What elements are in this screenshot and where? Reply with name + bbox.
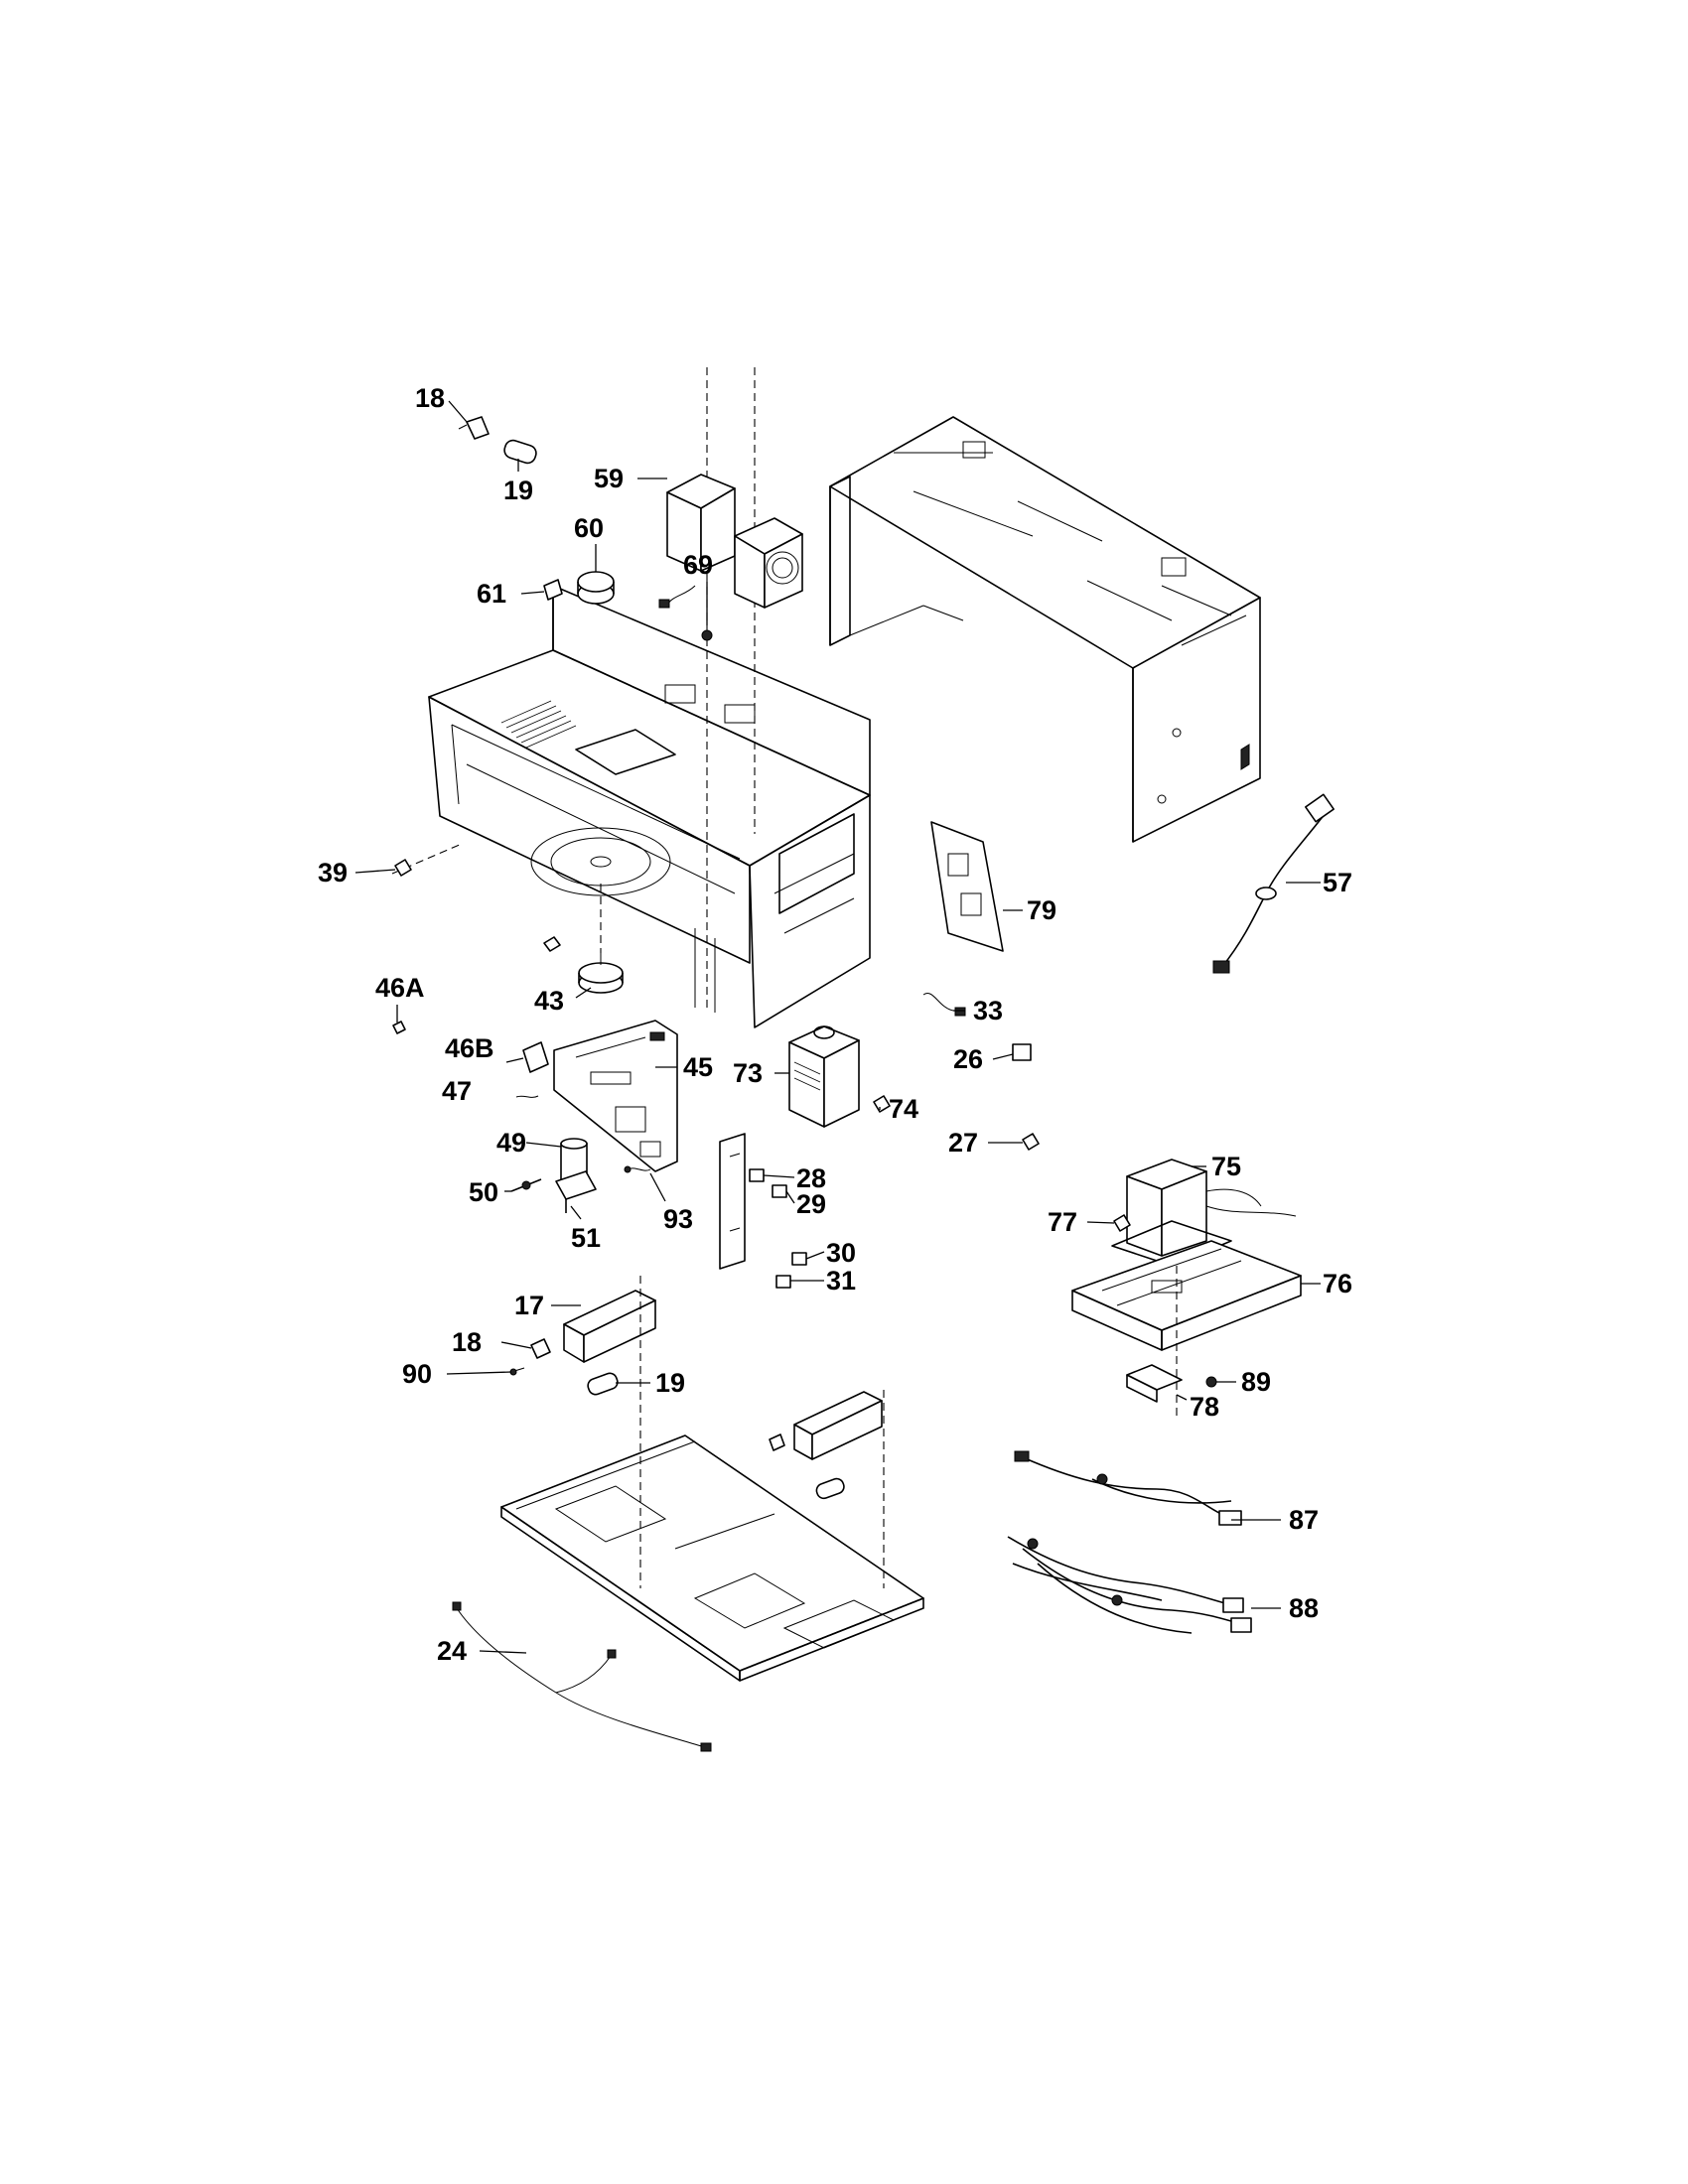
callout-43: 43 xyxy=(534,986,564,1016)
callout-78: 78 xyxy=(1190,1392,1219,1422)
interlock-switch-28 xyxy=(749,1168,765,1182)
fan-motor-assembly xyxy=(658,474,803,609)
part-74 xyxy=(873,1095,891,1113)
callout-77: 77 xyxy=(1048,1207,1077,1237)
callout-50: 50 xyxy=(469,1177,498,1207)
part-33-wire xyxy=(922,993,966,1017)
part-79-bracket xyxy=(930,821,1004,952)
callout-17: 17 xyxy=(514,1291,544,1320)
base-plate-76 xyxy=(1071,1240,1302,1420)
lamp-bulb-lower xyxy=(587,1372,619,1396)
wire-24 xyxy=(452,1601,712,1752)
control-board xyxy=(553,1020,678,1172)
lamp-bulb-top xyxy=(503,439,537,465)
fan-capacitor xyxy=(577,571,615,605)
part-77 xyxy=(1113,1214,1131,1232)
callout-39: 39 xyxy=(318,858,348,887)
screw-90 xyxy=(509,1367,525,1376)
turntable-motor xyxy=(578,953,624,994)
callout-57: 57 xyxy=(1323,868,1352,897)
callout-28: 28 xyxy=(796,1163,826,1193)
callout-75: 75 xyxy=(1211,1152,1241,1181)
outer-cabinet xyxy=(829,416,1261,843)
callout-27: 27 xyxy=(948,1128,978,1158)
callout-18-lower: 18 xyxy=(452,1327,482,1357)
callout-60: 60 xyxy=(574,513,604,543)
callout-61: 61 xyxy=(477,579,506,609)
power-cord xyxy=(1212,793,1335,974)
callout-47: 47 xyxy=(442,1076,472,1106)
part-93 xyxy=(624,1165,651,1173)
lamp-housing-right xyxy=(769,1391,883,1500)
capacitor-bracket xyxy=(555,1170,597,1213)
vent-grille xyxy=(500,700,577,749)
part-46a xyxy=(392,1021,406,1034)
interlock-switch-30 xyxy=(791,1252,807,1266)
callout-74: 74 xyxy=(889,1094,918,1124)
screw-89 xyxy=(1205,1376,1217,1388)
interlock-switch-29 xyxy=(772,1184,787,1198)
lamp-housing xyxy=(563,1290,656,1363)
part-26 xyxy=(1012,1043,1032,1061)
callout-45: 45 xyxy=(683,1052,713,1082)
lamp-socket-lower xyxy=(530,1338,551,1359)
callout-88: 88 xyxy=(1289,1593,1319,1623)
part-47-wire xyxy=(515,1095,539,1098)
callout-19-lower: 19 xyxy=(655,1368,685,1398)
leader-lines xyxy=(354,400,1321,1654)
part-78-bracket xyxy=(1126,1364,1183,1403)
callout-69: 69 xyxy=(683,550,713,580)
callout-93: 93 xyxy=(663,1204,693,1234)
callout-30: 30 xyxy=(826,1238,856,1268)
callout-26: 26 xyxy=(953,1044,983,1074)
callout-33: 33 xyxy=(973,996,1003,1025)
wire-harness-87 xyxy=(1014,1450,1242,1526)
bracket-small xyxy=(543,936,561,952)
callout-19-top: 19 xyxy=(503,476,533,505)
hv-diode xyxy=(510,1178,542,1192)
callout-59: 59 xyxy=(594,464,624,493)
callout-24: 24 xyxy=(437,1636,467,1666)
part-46b-bracket xyxy=(522,1041,549,1073)
callout-labels: 18 19 59 60 61 69 39 46A 43 46B 47 45 49… xyxy=(318,383,1352,1666)
callout-29: 29 xyxy=(796,1189,826,1219)
wire-harness-88 xyxy=(1007,1536,1252,1634)
door-latch-bracket xyxy=(719,1133,746,1270)
callout-46b: 46B xyxy=(445,1033,494,1063)
interlock-switch-31 xyxy=(775,1275,791,1289)
screw-69 xyxy=(701,629,713,641)
oven-cavity xyxy=(391,367,871,1028)
screw-39 xyxy=(394,859,412,877)
hv-transformer xyxy=(1111,1159,1297,1267)
callout-51: 51 xyxy=(571,1223,601,1253)
callout-90: 90 xyxy=(402,1359,432,1389)
callout-73: 73 xyxy=(733,1058,763,1088)
callout-79: 79 xyxy=(1027,895,1056,925)
lamp-socket-top xyxy=(458,416,490,440)
part-27 xyxy=(1022,1133,1040,1151)
callout-31: 31 xyxy=(826,1266,856,1296)
callout-46a: 46A xyxy=(375,973,425,1003)
callout-76: 76 xyxy=(1323,1269,1352,1298)
magnetron xyxy=(788,1025,860,1128)
callout-49: 49 xyxy=(496,1128,526,1158)
callout-18-top: 18 xyxy=(415,383,445,413)
callout-89: 89 xyxy=(1241,1367,1271,1397)
thermal-protector xyxy=(543,579,563,601)
callout-87: 87 xyxy=(1289,1505,1319,1535)
bottom-tray xyxy=(500,1276,924,1682)
